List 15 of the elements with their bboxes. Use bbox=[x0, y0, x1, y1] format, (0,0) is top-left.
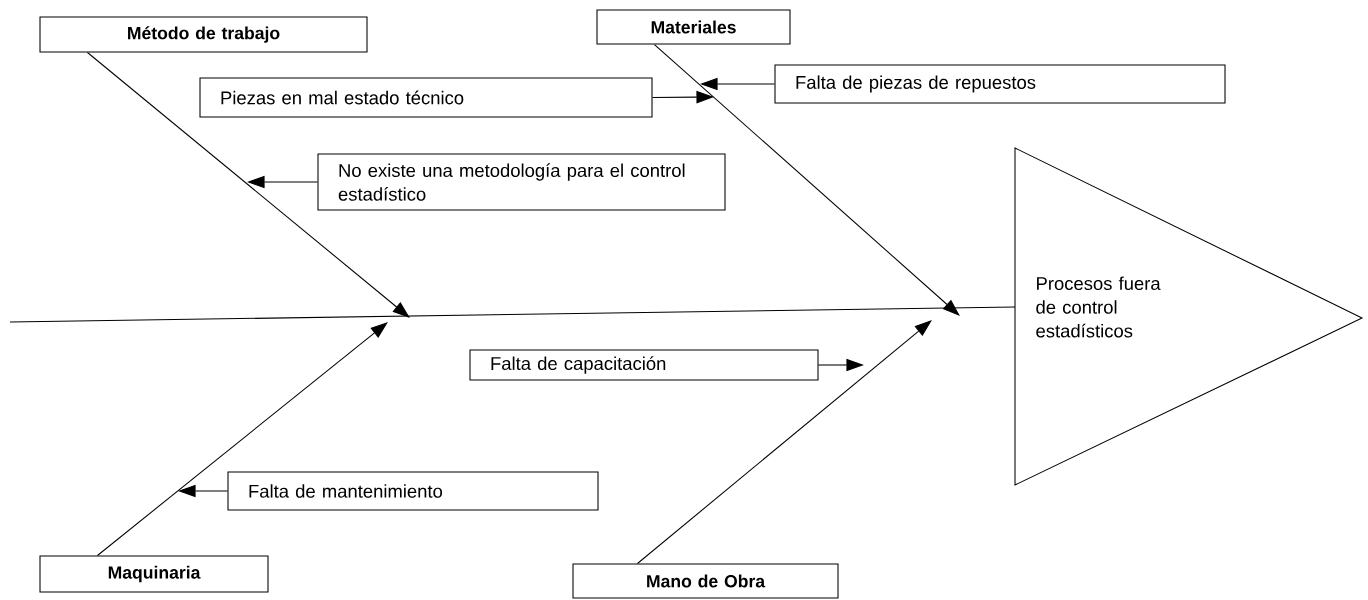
arrow bbox=[96, 322, 388, 556]
arrow bbox=[636, 320, 932, 564]
cause-box: Falta de piezas de repuestos bbox=[774, 64, 1226, 104]
arrow bbox=[653, 44, 960, 316]
category-box: Maquinaria bbox=[39, 555, 269, 593]
effect-triangle: Procesos fuera de control estadísticos bbox=[1014, 147, 1364, 486]
cause-box: No existe una metodología para el control estadístico bbox=[317, 153, 726, 211]
spine-line bbox=[9, 306, 1016, 323]
category-box: Método de trabajo bbox=[39, 16, 368, 53]
cause-box: Falta de capacitación bbox=[469, 349, 819, 381]
cause-box: Piezas en mal estado técnico bbox=[199, 77, 653, 118]
category-box: Materiales bbox=[596, 9, 791, 45]
cause-box: Falta de mantenimiento bbox=[227, 471, 599, 511]
category-box: Mano de Obra bbox=[572, 563, 839, 599]
arrow bbox=[86, 52, 410, 318]
